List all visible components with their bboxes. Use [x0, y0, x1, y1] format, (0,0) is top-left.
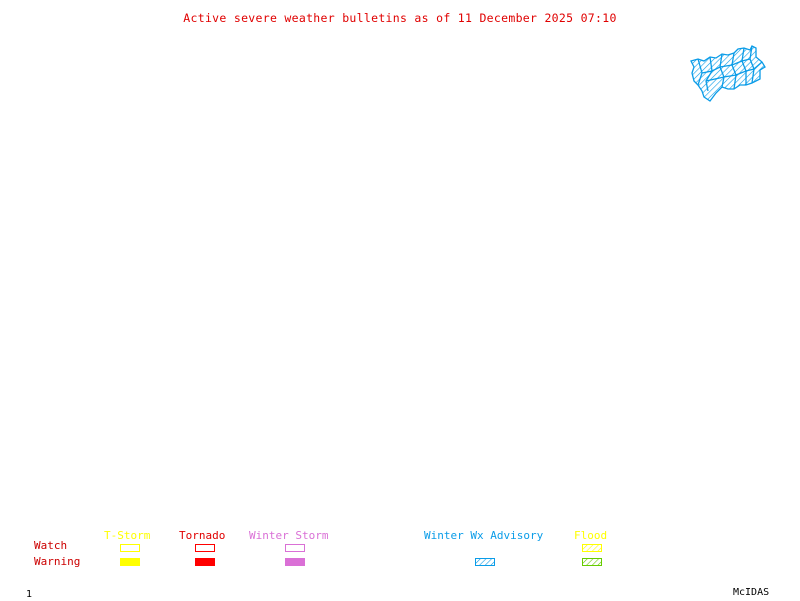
legend-swatch-tornado-warning [195, 558, 215, 566]
legend-row-watch: Watch [34, 539, 68, 552]
legend-swatch-winter-storm-warning [285, 558, 305, 566]
legend-header-winter-storm: Winter Storm [249, 529, 329, 542]
legend-swatch-flood-warning [582, 558, 602, 566]
legend-row-warning: Warning [34, 555, 81, 568]
legend-swatch-winter-storm-watch [285, 544, 305, 552]
legend-header-winter-wx-advisory: Winter Wx Advisory [424, 529, 544, 542]
page-title: Active severe weather bulletins as of 11… [183, 11, 617, 25]
frame-number: 1 [26, 589, 33, 600]
legend-header-tornado: Tornado [179, 529, 226, 542]
advisory-region-shape [690, 45, 766, 102]
legend-swatch-tstorm-watch [120, 544, 140, 552]
legend-swatch-tornado-watch [195, 544, 215, 552]
legend-swatch-tstorm-warning [120, 558, 140, 566]
legend-swatch-winter-wx-advisory [475, 558, 495, 566]
legend-header-flood: Flood [574, 529, 608, 542]
software-label: McIDAS [733, 587, 770, 598]
legend-swatch-flood-watch [582, 544, 602, 552]
legend-header-tstorm: T-Storm [104, 529, 151, 542]
advisory-region-map [690, 45, 766, 102]
